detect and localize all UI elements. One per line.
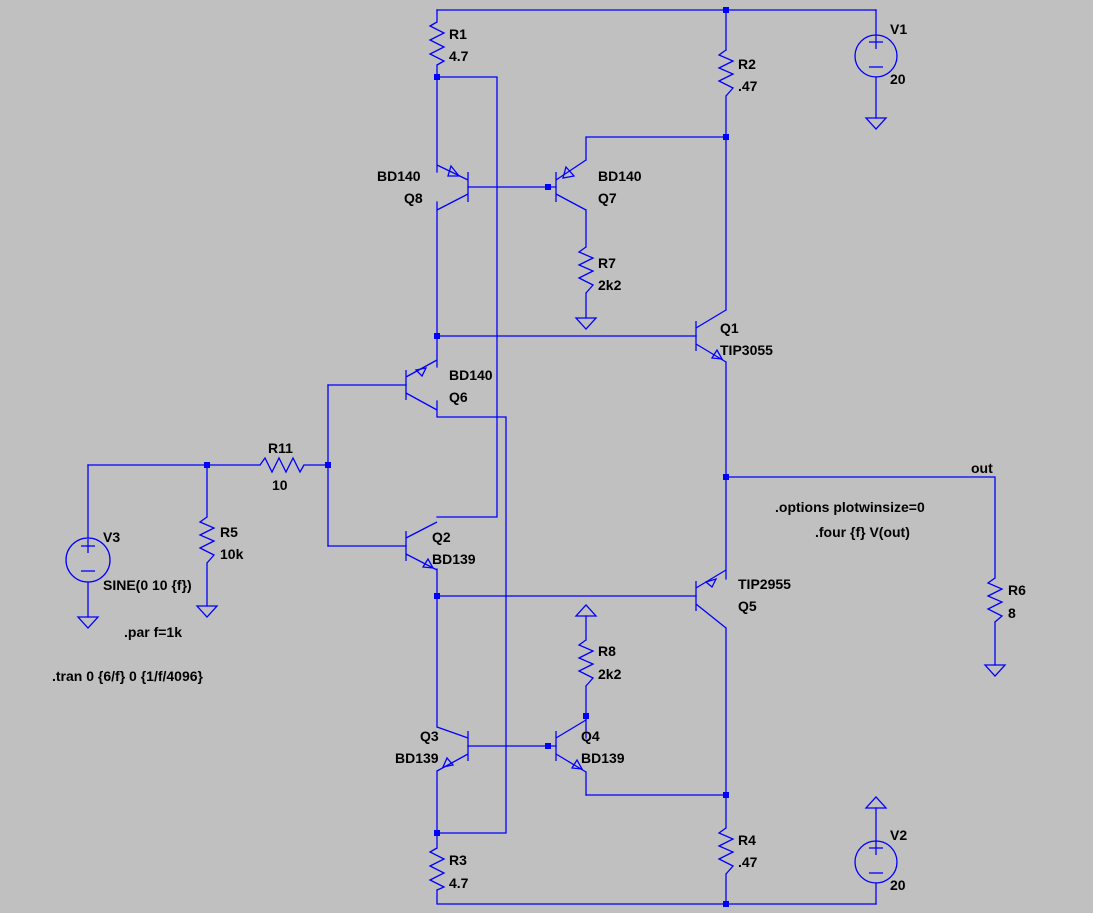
r7-value: 2k2 — [598, 277, 622, 293]
ground-v3 — [76, 616, 100, 629]
ground-v2 — [864, 796, 888, 809]
r3-value: 4.7 — [449, 875, 469, 891]
r3-ref: R3 — [449, 852, 467, 868]
v3-value: SINE(0 10 {f}) — [103, 577, 192, 593]
junctions — [204, 7, 729, 907]
r1-value: 4.7 — [449, 48, 469, 64]
spice-directives: .par f=1k .tran 0 {6/f} 0 {1/f/4096} .op… — [52, 499, 925, 684]
q3-model: BD139 — [395, 750, 439, 766]
transistor-q1[interactable] — [695, 309, 727, 363]
directive-options: .options plotwinsize=0 — [775, 499, 925, 515]
voltage-source-v2[interactable] — [854, 840, 898, 884]
r4-ref: R4 — [738, 832, 756, 848]
transistor-q5[interactable] — [695, 569, 727, 629]
net-label-out: out — [971, 460, 993, 476]
q7-model: BD140 — [598, 168, 642, 184]
voltage-source-v1[interactable] — [854, 34, 898, 78]
resistor-r2[interactable] — [717, 49, 735, 97]
q4-model: BD139 — [581, 750, 625, 766]
r11-value: 10 — [272, 477, 288, 493]
q1-ref: Q1 — [720, 320, 739, 336]
resistor-r6[interactable] — [986, 577, 1004, 623]
ground-symbols — [76, 117, 1007, 809]
r8-value: 2k2 — [598, 666, 622, 682]
ground-r8 — [574, 604, 598, 617]
wire-out — [725, 476, 996, 579]
voltage-source-v3[interactable] — [65, 537, 111, 583]
transistor-q6[interactable] — [405, 359, 438, 411]
ground-r5 — [195, 605, 219, 618]
component-labels: R1 4.7 R2 .47 V1 20 BD140 Q8 BD140 Q7 R7… — [103, 21, 1026, 893]
r8-ref: R8 — [598, 643, 616, 659]
resistor-r7[interactable] — [577, 246, 595, 294]
q6-model: BD140 — [449, 367, 493, 383]
q5-model: TIP2955 — [738, 576, 791, 592]
transistor-q2[interactable] — [405, 521, 438, 571]
directive-param: .par f=1k — [124, 624, 182, 640]
q5-ref: Q5 — [738, 598, 757, 614]
ground-r7 — [574, 317, 598, 330]
r7-ref: R7 — [598, 255, 616, 271]
ground-r6 — [983, 664, 1007, 677]
r4-value: .47 — [738, 854, 758, 870]
transistor-q3[interactable] — [436, 726, 469, 772]
q6-ref: Q6 — [449, 389, 468, 405]
transistor-q4[interactable] — [555, 716, 587, 773]
resistor-r11[interactable] — [259, 456, 305, 474]
q7-ref: Q7 — [598, 190, 617, 206]
q8-model: BD140 — [377, 168, 421, 184]
v1-ref: V1 — [890, 21, 907, 37]
wires — [87, 9, 996, 905]
resistor-r3[interactable] — [428, 847, 446, 891]
ground-v1 — [864, 117, 888, 130]
q3-ref: Q3 — [420, 728, 439, 744]
v2-value: 20 — [890, 877, 906, 893]
v1-value: 20 — [890, 71, 906, 87]
directive-four: .four {f} V(out) — [815, 524, 910, 540]
q1-model: TIP3055 — [720, 342, 773, 358]
r2-ref: R2 — [738, 56, 756, 72]
r6-ref: R6 — [1008, 582, 1026, 598]
v2-ref: V2 — [890, 827, 907, 843]
q2-ref: Q2 — [432, 529, 451, 545]
resistor-r4[interactable] — [717, 827, 735, 875]
r11-ref: R11 — [268, 440, 293, 456]
r5-ref: R5 — [220, 524, 238, 540]
resistor-r5[interactable] — [198, 516, 216, 564]
directive-tran: .tran 0 {6/f} 0 {1/f/4096} — [52, 668, 204, 684]
transistor-q7[interactable] — [555, 159, 587, 211]
resistor-r8[interactable] — [577, 639, 595, 687]
r6-value: 8 — [1008, 605, 1016, 621]
resistor-r1[interactable] — [428, 21, 446, 66]
v3-ref: V3 — [103, 529, 120, 545]
transistor-q8[interactable] — [436, 164, 469, 211]
r1-ref: R1 — [449, 26, 467, 42]
q2-model: BD139 — [432, 551, 476, 567]
q8-ref: Q8 — [404, 190, 423, 206]
q4-ref: Q4 — [581, 728, 600, 744]
r5-value: 10k — [220, 546, 244, 562]
r2-value: .47 — [738, 78, 758, 94]
